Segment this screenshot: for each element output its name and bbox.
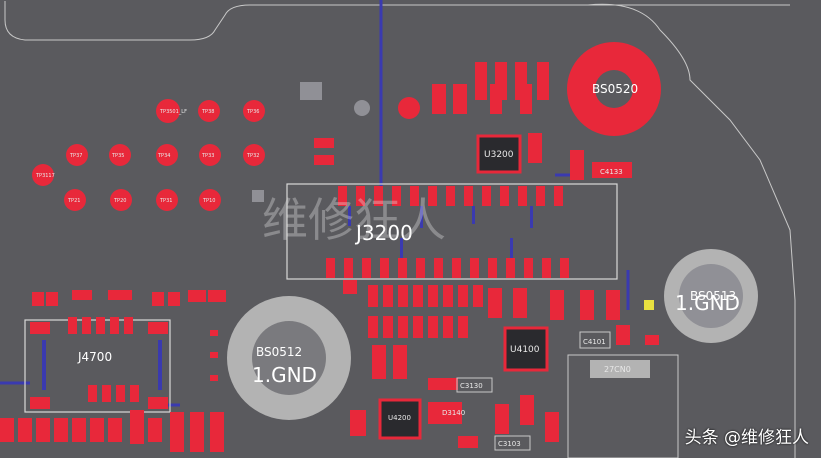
label-u4100: U4100 (510, 345, 540, 355)
svg-text:TP33: TP33 (201, 153, 214, 159)
tiny-silkscreen: TP3501_LF TP38 TP36 TP37 TP35 TP34 TP33 TP32 T… (35, 109, 259, 204)
big-part-outline (567, 354, 679, 458)
connector-j4700 (24, 317, 171, 413)
big-part-pad (590, 360, 650, 378)
smd-components (0, 62, 659, 452)
c3130-outline (456, 377, 493, 393)
label-d3140: D3140 (442, 409, 465, 417)
watermark: 维修狂人 (262, 193, 446, 247)
c4101-outline (579, 331, 611, 349)
ic-u4200 (378, 398, 422, 440)
svg-text:TP37: TP37 (69, 153, 82, 159)
board-outline-top (4, 1, 790, 41)
svg-text:TP3117: TP3117 (35, 173, 55, 179)
label-c4101: C4101 (583, 338, 606, 346)
gnd-pads (227, 42, 758, 420)
label-j4700: J4700 (77, 350, 112, 364)
connector-j3200 (286, 183, 618, 280)
label-bs0512: BS0512 (256, 345, 302, 359)
svg-text:TP20: TP20 (113, 198, 126, 204)
svg-text:TP38: TP38 (201, 109, 214, 115)
label-gnd-left: 1.GND (252, 363, 317, 387)
ic-u4100 (503, 326, 549, 372)
svg-text:TP35: TP35 (111, 153, 124, 159)
label-c3130: C3130 (460, 382, 483, 390)
svg-text:TP34: TP34 (157, 153, 170, 159)
label-j3200: J3200 (354, 221, 413, 245)
yellow-pad (644, 300, 654, 310)
ic-u3200 (476, 134, 522, 174)
label-c3103: C3103 (498, 440, 521, 448)
svg-text:TP3501_LF: TP3501_LF (159, 109, 187, 115)
svg-text:TP21: TP21 (67, 198, 80, 204)
label-u4200: U4200 (388, 414, 411, 422)
label-u3200: U3200 (484, 150, 514, 160)
label-gnd-right: 1.GND (675, 291, 740, 315)
source-credit: 头条 @维修狂人 (684, 428, 809, 448)
label-bs0513: BS0513 (690, 289, 736, 303)
c3103-outline (494, 435, 531, 451)
label-big-part: 27CN0 (604, 365, 631, 374)
board-outline-right (587, 3, 796, 458)
svg-text:TP10: TP10 (202, 198, 215, 204)
svg-text:TP36: TP36 (246, 109, 259, 115)
svg-text:TP32: TP32 (246, 153, 259, 159)
label-c4133: C4133 (600, 168, 623, 176)
svg-text:TP31: TP31 (159, 198, 172, 204)
test-point-array (32, 82, 420, 211)
label-bs0520: BS0520 (592, 82, 638, 96)
